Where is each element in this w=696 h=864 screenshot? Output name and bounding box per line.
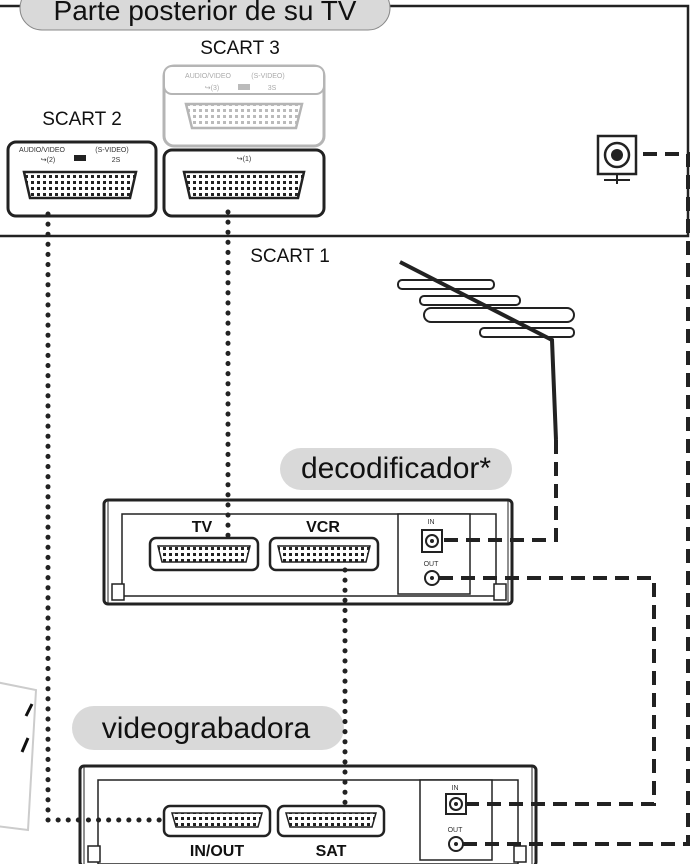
tv-title-pill xyxy=(19,0,391,31)
tv-antenna-input xyxy=(596,134,638,184)
vcr-inout-label: IN/OUT xyxy=(190,843,244,860)
cable-vcr-out-to-tv xyxy=(463,152,690,846)
vcr-in-label: IN xyxy=(452,785,459,792)
decoder-out-label: OUT xyxy=(424,561,440,568)
cable-scart2-to-vcr-inout xyxy=(45,211,167,823)
side-note-card xyxy=(0,681,38,832)
vcr-out-label: OUT xyxy=(448,827,464,834)
vcr-label: videograbadora xyxy=(102,712,311,745)
scart2-audio-video-label: AUDIO/VIDEO xyxy=(19,147,65,154)
scart2-label: SCART 2 xyxy=(42,109,122,130)
decoder-label: decodificador* xyxy=(301,452,491,485)
scart2-audio-port: ↪(2) xyxy=(41,157,55,164)
scart3-svideo-label: (S-VIDEO) xyxy=(251,73,284,80)
vcr-label-pill xyxy=(72,706,344,750)
vcr-device: videograbadora IN/OUT SAT IN OUT xyxy=(72,706,538,864)
scart2-svideo-port: 2S xyxy=(112,157,121,164)
cables xyxy=(45,152,690,846)
decoder-device: decodificador* TV VCR IN OUT xyxy=(102,448,514,606)
scart2-svideo-label: (S-VIDEO) xyxy=(95,147,128,154)
scart1-port-label: ↪(1) xyxy=(237,156,251,163)
scart1-pins xyxy=(182,170,306,200)
scart3-svideo-port: 3S xyxy=(268,85,277,92)
cable-antenna-to-decoder-in xyxy=(442,440,558,542)
scart3-pins xyxy=(184,102,304,130)
cable-decoder-out-to-vcr-in xyxy=(439,576,656,806)
scart3-audio-video-label: AUDIO/VIDEO xyxy=(185,73,231,80)
antenna-icon xyxy=(397,260,575,441)
tv-back-panel: Parte posterior de su TV SCART 3 AUDIO/V… xyxy=(0,0,690,267)
decoder-vcr-label: VCR xyxy=(306,519,340,536)
vcr-sat-label: SAT xyxy=(316,843,347,860)
decoder-label-pill xyxy=(280,448,512,490)
decoder-in-label: IN xyxy=(428,519,435,526)
scart3-connector: SCART 3 AUDIO/VIDEO ↪(3) (S-VIDEO) 3S xyxy=(162,38,326,148)
scart1-label: SCART 1 xyxy=(250,246,330,267)
scart1-connector: ↪(1) xyxy=(162,148,326,218)
scart3-audio-port: ↪(3) xyxy=(205,85,219,92)
tv-panel-title: Parte posterior de su TV xyxy=(54,0,357,26)
decoder-tv-label: TV xyxy=(192,519,213,536)
scart2-pins xyxy=(22,170,138,200)
scart3-label: SCART 3 xyxy=(200,38,280,59)
scart2-connector: SCART 2 AUDIO/VIDEO ↪(2) (S-VIDEO) 2S xyxy=(6,109,158,218)
